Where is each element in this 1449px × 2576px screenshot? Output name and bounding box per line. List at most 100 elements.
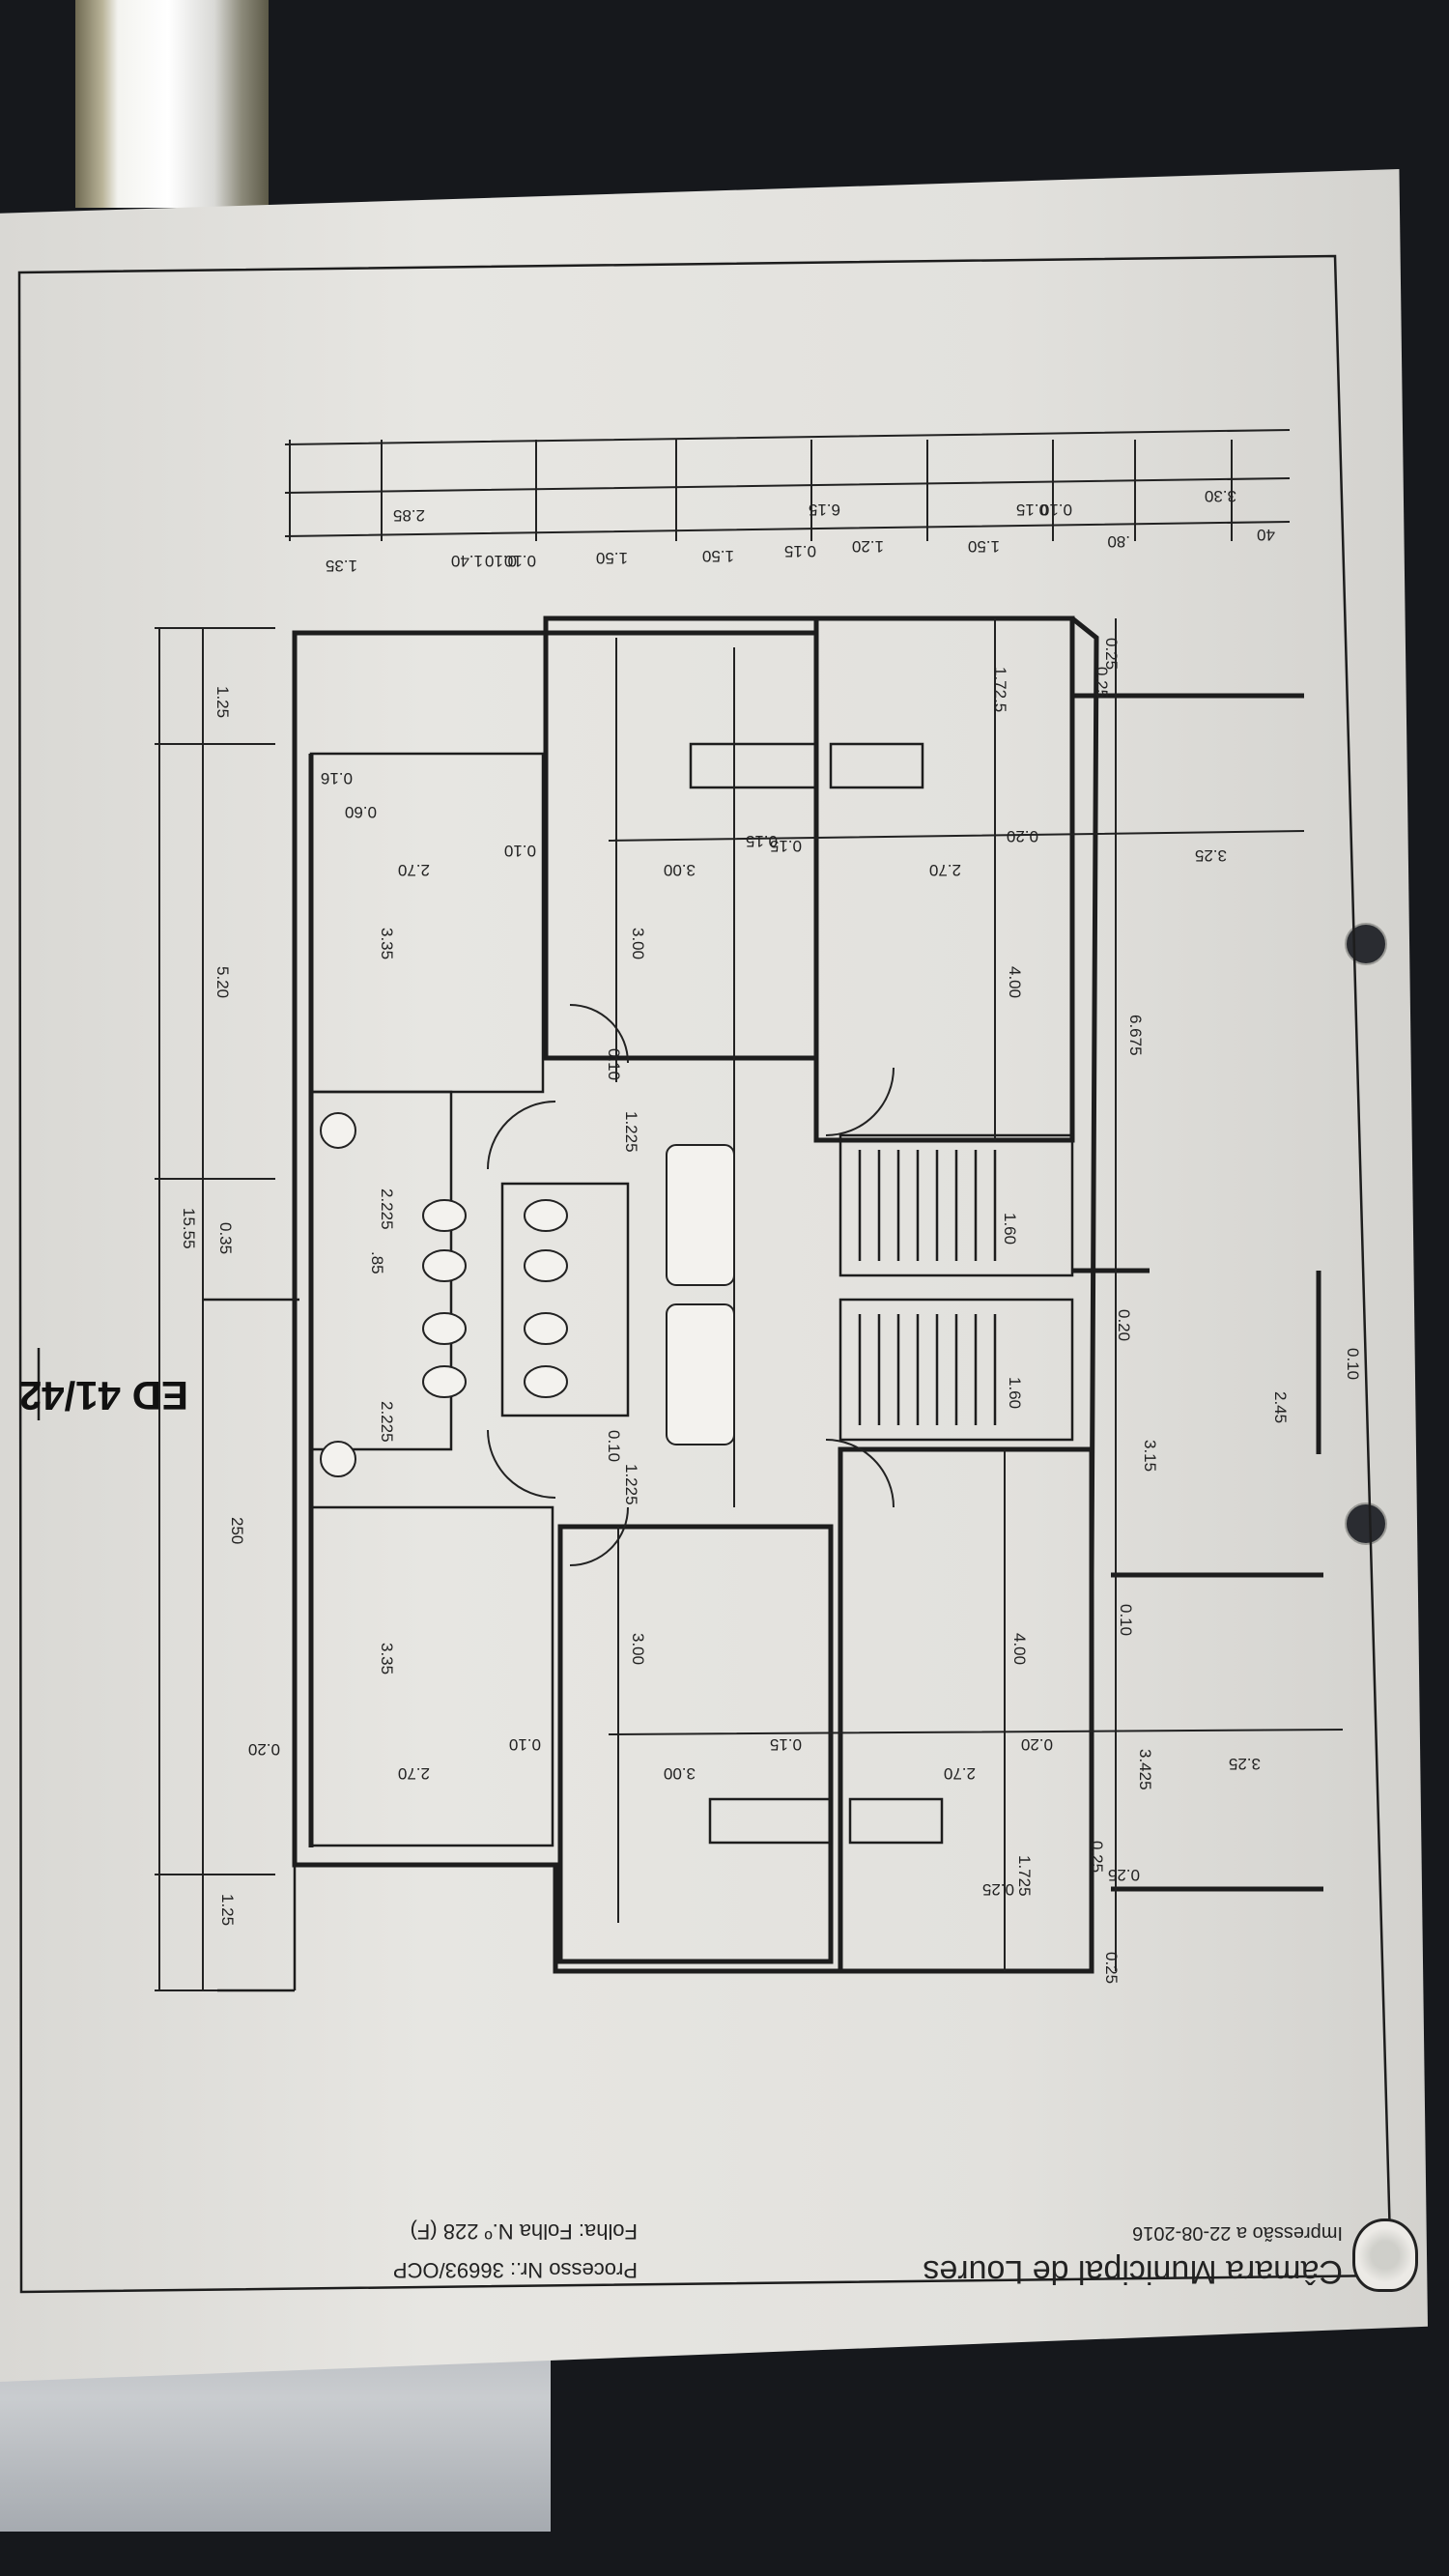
- dimension-label: 0.25: [1093, 667, 1111, 699]
- dimension-label: 1.60: [1006, 1377, 1024, 1409]
- dimension-line: [284, 429, 1291, 537]
- dimension-label: 0.25: [1102, 1952, 1121, 1984]
- window-outline: [689, 742, 818, 789]
- stair-outline: [838, 1298, 1074, 1442]
- dimension-label: 0.10: [485, 552, 517, 570]
- dimension-ticks: [155, 627, 275, 1991]
- sink: [320, 1112, 356, 1149]
- room-outline: [557, 1524, 834, 1964]
- dimension-label: 1.60: [1001, 1213, 1019, 1245]
- dimension-label: 4.00: [1010, 1633, 1029, 1665]
- dimension-label: 2.225: [378, 1401, 396, 1443]
- title-block: Câmara Municipal de Loures Impressão a 2…: [174, 2184, 1430, 2300]
- dimension-label: 2.70: [398, 1764, 430, 1783]
- dimension-label: 0.15: [746, 832, 778, 850]
- dimension-label: 40: [1257, 526, 1275, 544]
- balcony-rail: [1072, 693, 1323, 1892]
- toilet: [524, 1249, 568, 1282]
- dimension-label: 0.20: [1115, 1309, 1133, 1341]
- door-swing: [825, 1439, 895, 1508]
- dimension-label: 3.25: [1195, 846, 1227, 865]
- dimension-label: 0.16: [321, 769, 353, 787]
- dimension-label: 0.10: [504, 842, 536, 860]
- door-swing: [569, 1004, 629, 1064]
- dimension-label: 1.35: [326, 557, 357, 575]
- dimension-label: 0.20: [248, 1740, 280, 1759]
- dimension-label: 3.00: [664, 861, 696, 879]
- dimension-label: 15.55: [180, 1208, 198, 1249]
- dimension-label: 0.20: [1007, 827, 1038, 845]
- dimension-label: 4.00: [1006, 966, 1024, 998]
- window-outline: [848, 1797, 944, 1845]
- dimension-label: 0.15: [770, 1735, 802, 1754]
- bathroom-outline: [500, 1182, 630, 1417]
- dimension-label: 1.25: [213, 686, 232, 718]
- dimension-label: 0.10: [504, 552, 536, 570]
- dimension-label: 1.50: [596, 549, 628, 567]
- bathtub: [666, 1303, 735, 1445]
- dimension-label: 0.10: [1344, 1348, 1362, 1380]
- dimension-label: 2.70: [929, 861, 961, 879]
- dimension-label: 1.225: [622, 1464, 640, 1505]
- dimension-label: 3.00: [664, 1764, 696, 1783]
- door-swing: [487, 1429, 556, 1499]
- dimension-label: 3.00: [629, 1633, 647, 1665]
- toilet: [422, 1312, 467, 1345]
- dimension-label: .80: [1107, 532, 1130, 551]
- dimension-label: 0.25: [1102, 638, 1121, 670]
- dimension-label: 0.25: [1088, 1841, 1106, 1873]
- dimension-label: 3.00: [629, 928, 647, 959]
- print-date: Impressão a 22-08-2016: [1132, 2222, 1343, 2244]
- dimension-label: 0.25: [982, 1880, 1014, 1899]
- dimension-line: [615, 638, 735, 1923]
- dimension-label: 2.45: [1271, 1391, 1290, 1423]
- dimension-label: 0.15: [1016, 501, 1048, 519]
- dimension-label: 2.70: [398, 861, 430, 879]
- dimension-line: [608, 830, 1344, 1735]
- section-mark: [37, 1275, 1321, 1449]
- dimension-label: 0.20: [1021, 1735, 1053, 1754]
- door-swing: [825, 1067, 895, 1136]
- dimension-label: 0.10: [509, 1735, 541, 1754]
- dimension-label: 1.40: [451, 552, 483, 570]
- dimension-label: 0.15: [770, 837, 802, 855]
- building-label: ED 41/42: [19, 1373, 188, 1418]
- dimension-label: 3.425: [1136, 1749, 1154, 1790]
- toilet: [422, 1199, 467, 1232]
- toilet: [524, 1312, 568, 1345]
- municipal-seal-icon: [1352, 2218, 1418, 2292]
- door-swing: [569, 1506, 629, 1566]
- outer-wall: [292, 615, 1099, 1974]
- dimension-label: 1.225: [622, 1111, 640, 1153]
- section-mark: [203, 1298, 299, 1992]
- dimension-label: 1.25: [218, 1894, 237, 1926]
- punch-hole: [1345, 1503, 1387, 1545]
- toilet: [422, 1249, 467, 1282]
- dimension-label: .85: [368, 1251, 386, 1274]
- dimension-label: 3.35: [378, 1643, 396, 1674]
- sink: [320, 1441, 356, 1477]
- dimension-label: 0.10: [605, 1048, 623, 1080]
- dimension-label: 3.35: [378, 928, 396, 959]
- room-outline: [309, 1505, 554, 1847]
- dimension-label: 0.10: [1040, 501, 1072, 519]
- window-outline: [708, 1797, 833, 1845]
- window-outline: [829, 742, 924, 789]
- dimension-label: 6.675: [1126, 1015, 1145, 1056]
- dimension-label: 0.35: [216, 1222, 235, 1254]
- dimension-label: 2.225: [378, 1188, 396, 1230]
- toilet: [524, 1199, 568, 1232]
- dimension-label: 0.60: [345, 803, 377, 821]
- stair-steps: [858, 1150, 997, 1261]
- punch-hole: [1345, 923, 1387, 965]
- toilet: [524, 1365, 568, 1398]
- dimension-label: 1.20: [852, 537, 884, 556]
- dimension-label: 0.10: [605, 1430, 623, 1462]
- sheet-number: Folha: Folha N.º 228 (F): [410, 2219, 638, 2244]
- dimension-ticks: [289, 440, 1233, 541]
- bathtub: [666, 1144, 735, 1286]
- dimension-label: 250: [228, 1517, 246, 1544]
